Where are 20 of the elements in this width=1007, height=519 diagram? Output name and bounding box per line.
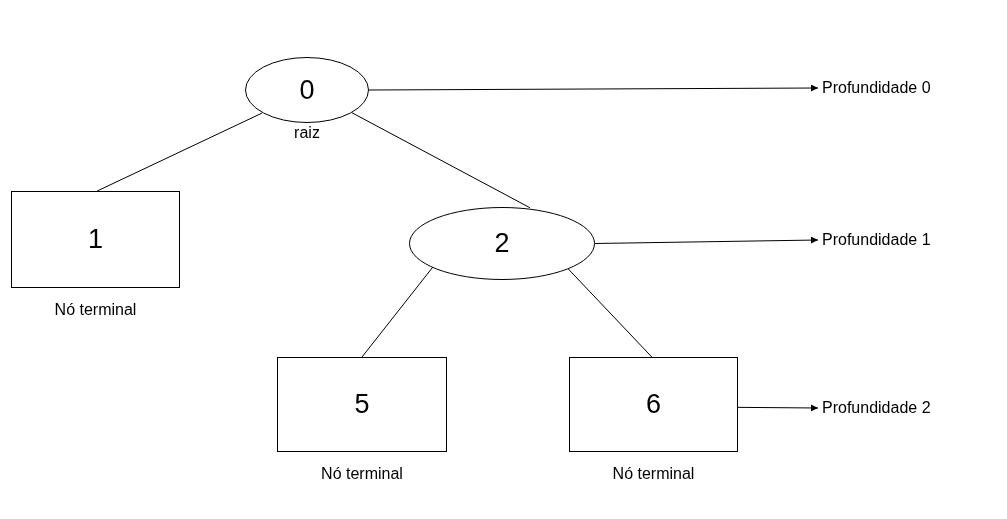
tree-branch-line (567, 268, 653, 358)
node-number: 1 (88, 224, 103, 255)
node-caption: Nó terminal (54, 301, 137, 319)
arrow (737, 404, 819, 412)
node-caption: raiz (294, 124, 320, 142)
arrow (594, 236, 819, 244)
node-caption: Nó terminal (612, 465, 695, 483)
arrow (368, 84, 819, 92)
node-number: 5 (354, 389, 370, 420)
tree-branch-line (351, 112, 531, 209)
depth-label: Profundidade 0 (818, 79, 931, 97)
tree-branch-line (361, 266, 434, 358)
tree-branch-line (96, 112, 263, 192)
depth-label: Profundidade 2 (818, 399, 931, 417)
depth-label: Profundidade 1 (818, 231, 931, 249)
node-number: 2 (494, 228, 510, 259)
ellipse-node (409, 207, 595, 280)
node-number: 6 (646, 389, 661, 420)
node-number: 0 (299, 74, 315, 106)
node-caption: Nó terminal (321, 465, 403, 483)
